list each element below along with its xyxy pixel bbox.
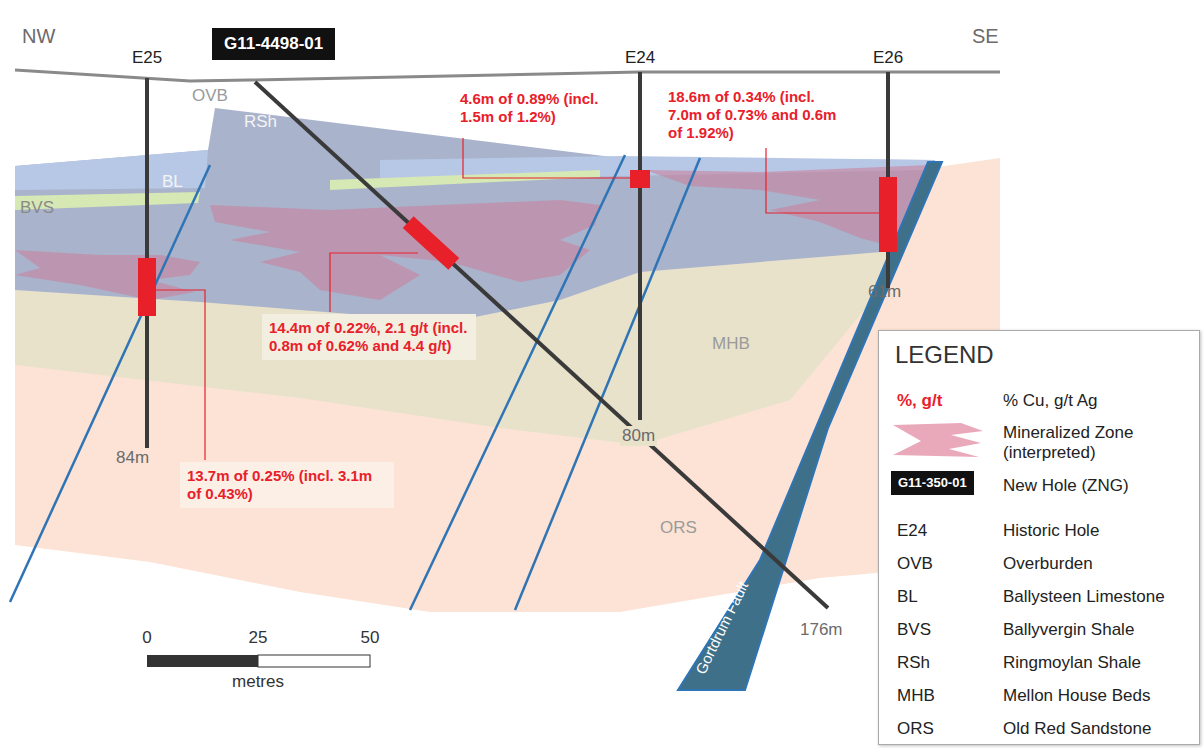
section-label: OVB <box>192 86 228 106</box>
legend-text: Overburden <box>1003 554 1093 574</box>
scale-bar <box>258 655 370 667</box>
legend-text: Mineralized Zone (interpreted) <box>1003 423 1188 464</box>
legend-key: BVS <box>897 620 931 640</box>
legend-key: %, g/t <box>897 391 942 411</box>
section-label: 50 <box>361 628 380 648</box>
section-label: E25 <box>132 48 162 68</box>
assay-callout-text: 14.4m of 0.22%, 2.1 g/t (incl. 0.8m of 0… <box>269 319 469 355</box>
section-label: NW <box>22 24 55 48</box>
new-hole-tag: G11-4498-01 <box>212 28 335 60</box>
legend-key: ORS <box>897 719 934 739</box>
assay-callout: 14.4m of 0.22%, 2.1 g/t (incl. 0.8m of 0… <box>262 314 476 360</box>
legend-panel: LEGEND G11-350-01 %, g/tE24OVB BL BVS RShMHB O… <box>878 330 1200 745</box>
legend-key: RSh <box>897 653 930 673</box>
section-label: 25 <box>249 628 268 648</box>
ground-surface <box>15 70 1000 81</box>
legend-key: OVB <box>897 554 933 574</box>
section-label: 176m <box>800 620 843 640</box>
fault-line <box>10 155 700 610</box>
section-label: 0 <box>142 628 151 648</box>
intercept-bar <box>138 170 897 316</box>
section-label: MHB <box>712 334 750 354</box>
rsh-layer <box>15 108 935 322</box>
section-label: ORS <box>660 518 697 538</box>
assay-callout-text: 13.7m of 0.25% (incl. 3.1m of 0.43%) <box>187 467 387 503</box>
legend-text: Ballyvergin Shale <box>1003 620 1134 640</box>
legend-key: MHB <box>897 686 935 706</box>
drill-hole <box>147 72 888 608</box>
section-label: 61m <box>868 282 901 302</box>
section-label: 84m <box>116 448 149 468</box>
assay-label: 4.6m of 0.89% (incl. 1.5m of 1.2%) <box>460 90 630 126</box>
legend-text: Ballysteen Limestone <box>1003 587 1165 607</box>
legend-panel-text: LEGEND <box>895 341 994 370</box>
section-label: SE <box>972 24 999 48</box>
legend-text: Ringmoylan Shale <box>1003 653 1141 673</box>
new-hole-tag: G11-350-01 <box>891 471 974 495</box>
legend-text: Old Red Sandstone <box>1003 719 1151 739</box>
section-label: BL <box>162 172 183 192</box>
legend-key: E24 <box>897 521 927 541</box>
legend-text: % Cu, g/t Ag <box>1003 391 1098 411</box>
section-label: metres <box>232 672 284 692</box>
new-hole-tag-text: G11-350-01 <box>898 475 967 491</box>
scale-bar <box>147 655 258 667</box>
new-hole-tag-text: G11-4498-01 <box>224 34 323 54</box>
legend-text: New Hole (ZNG) <box>1003 476 1129 496</box>
section-label: BVS <box>20 198 54 218</box>
legend-text: Historic Hole <box>1003 521 1099 541</box>
legend-swatch-box <box>891 421 986 461</box>
legend-key: BL <box>897 587 918 607</box>
section-label: RSh <box>244 112 277 132</box>
assay-label: 18.6m of 0.34% (incl. 7.0m of 0.73% and … <box>668 88 846 142</box>
section-label: 80m <box>620 426 657 446</box>
legend-text: Mellon House Beds <box>1003 686 1150 706</box>
section-label: E24 <box>625 48 655 68</box>
legend-swatch <box>893 423 983 457</box>
leader-line <box>156 138 879 460</box>
section-label: E26 <box>873 48 903 68</box>
assay-callout: 13.7m of 0.25% (incl. 3.1m of 0.43%) <box>180 462 394 508</box>
